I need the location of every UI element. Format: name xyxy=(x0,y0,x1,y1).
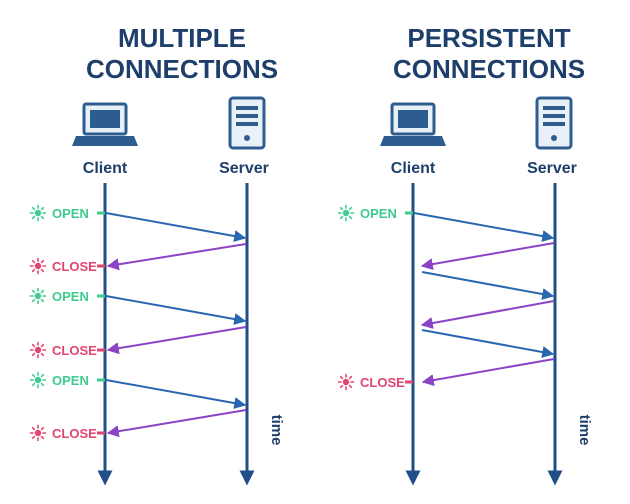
sun-icon xyxy=(29,257,47,275)
time-axis-label: time xyxy=(576,415,593,446)
request-arrow xyxy=(105,295,247,325)
panel-persistent-connections: PERSISTENT CONNECTIONS Client Server tim… xyxy=(337,23,593,486)
panel-title-line1: MULTIPLE xyxy=(118,23,246,53)
sun-icon xyxy=(29,371,47,389)
client-label: Client xyxy=(391,160,436,177)
response-arrow xyxy=(106,326,247,355)
response-arrow xyxy=(420,300,555,329)
time-axis-label: time xyxy=(268,415,285,446)
sun-icon xyxy=(29,424,47,442)
event-label: OPEN xyxy=(52,289,89,304)
open-event: OPEN xyxy=(337,204,413,222)
event-label: CLOSE xyxy=(52,426,97,441)
close-event: CLOSE xyxy=(29,424,105,442)
laptop-icon xyxy=(72,102,138,146)
event-label: CLOSE xyxy=(52,343,97,358)
panel-title-line2: CONNECTIONS xyxy=(86,54,278,84)
sun-icon xyxy=(29,204,47,222)
sun-icon xyxy=(29,287,47,305)
panel-title-line2: CONNECTIONS xyxy=(393,54,585,84)
close-event: CLOSE xyxy=(29,257,105,275)
server-label: Server xyxy=(527,160,577,177)
response-arrow xyxy=(106,243,247,271)
request-arrow xyxy=(105,379,247,409)
event-label: OPEN xyxy=(52,373,89,388)
client-label: Client xyxy=(83,160,128,177)
event-label: OPEN xyxy=(52,206,89,221)
event-label: OPEN xyxy=(360,206,397,221)
request-arrow xyxy=(105,212,247,242)
server-tower-icon xyxy=(535,96,573,150)
request-arrow xyxy=(421,271,555,300)
sun-icon xyxy=(337,373,355,391)
response-arrow xyxy=(421,358,555,387)
laptop-icon xyxy=(380,102,446,146)
request-arrow xyxy=(413,212,555,242)
open-event: OPEN xyxy=(29,287,105,305)
open-event: OPEN xyxy=(29,371,105,389)
response-arrow xyxy=(106,409,247,438)
server-label: Server xyxy=(219,160,269,177)
event-label: CLOSE xyxy=(52,259,97,274)
close-event: CLOSE xyxy=(29,341,105,359)
panel-title-line1: PERSISTENT xyxy=(407,23,570,53)
response-arrow xyxy=(420,242,555,271)
sun-icon xyxy=(337,204,355,222)
server-tower-icon xyxy=(228,96,266,150)
sun-icon xyxy=(29,341,47,359)
panel-multiple-connections: MULTIPLE CONNECTIONS Client Server time xyxy=(29,23,285,486)
open-event: OPEN xyxy=(29,204,105,222)
request-arrow xyxy=(421,329,555,358)
event-label: CLOSE xyxy=(360,375,405,390)
close-event: CLOSE xyxy=(337,373,413,391)
